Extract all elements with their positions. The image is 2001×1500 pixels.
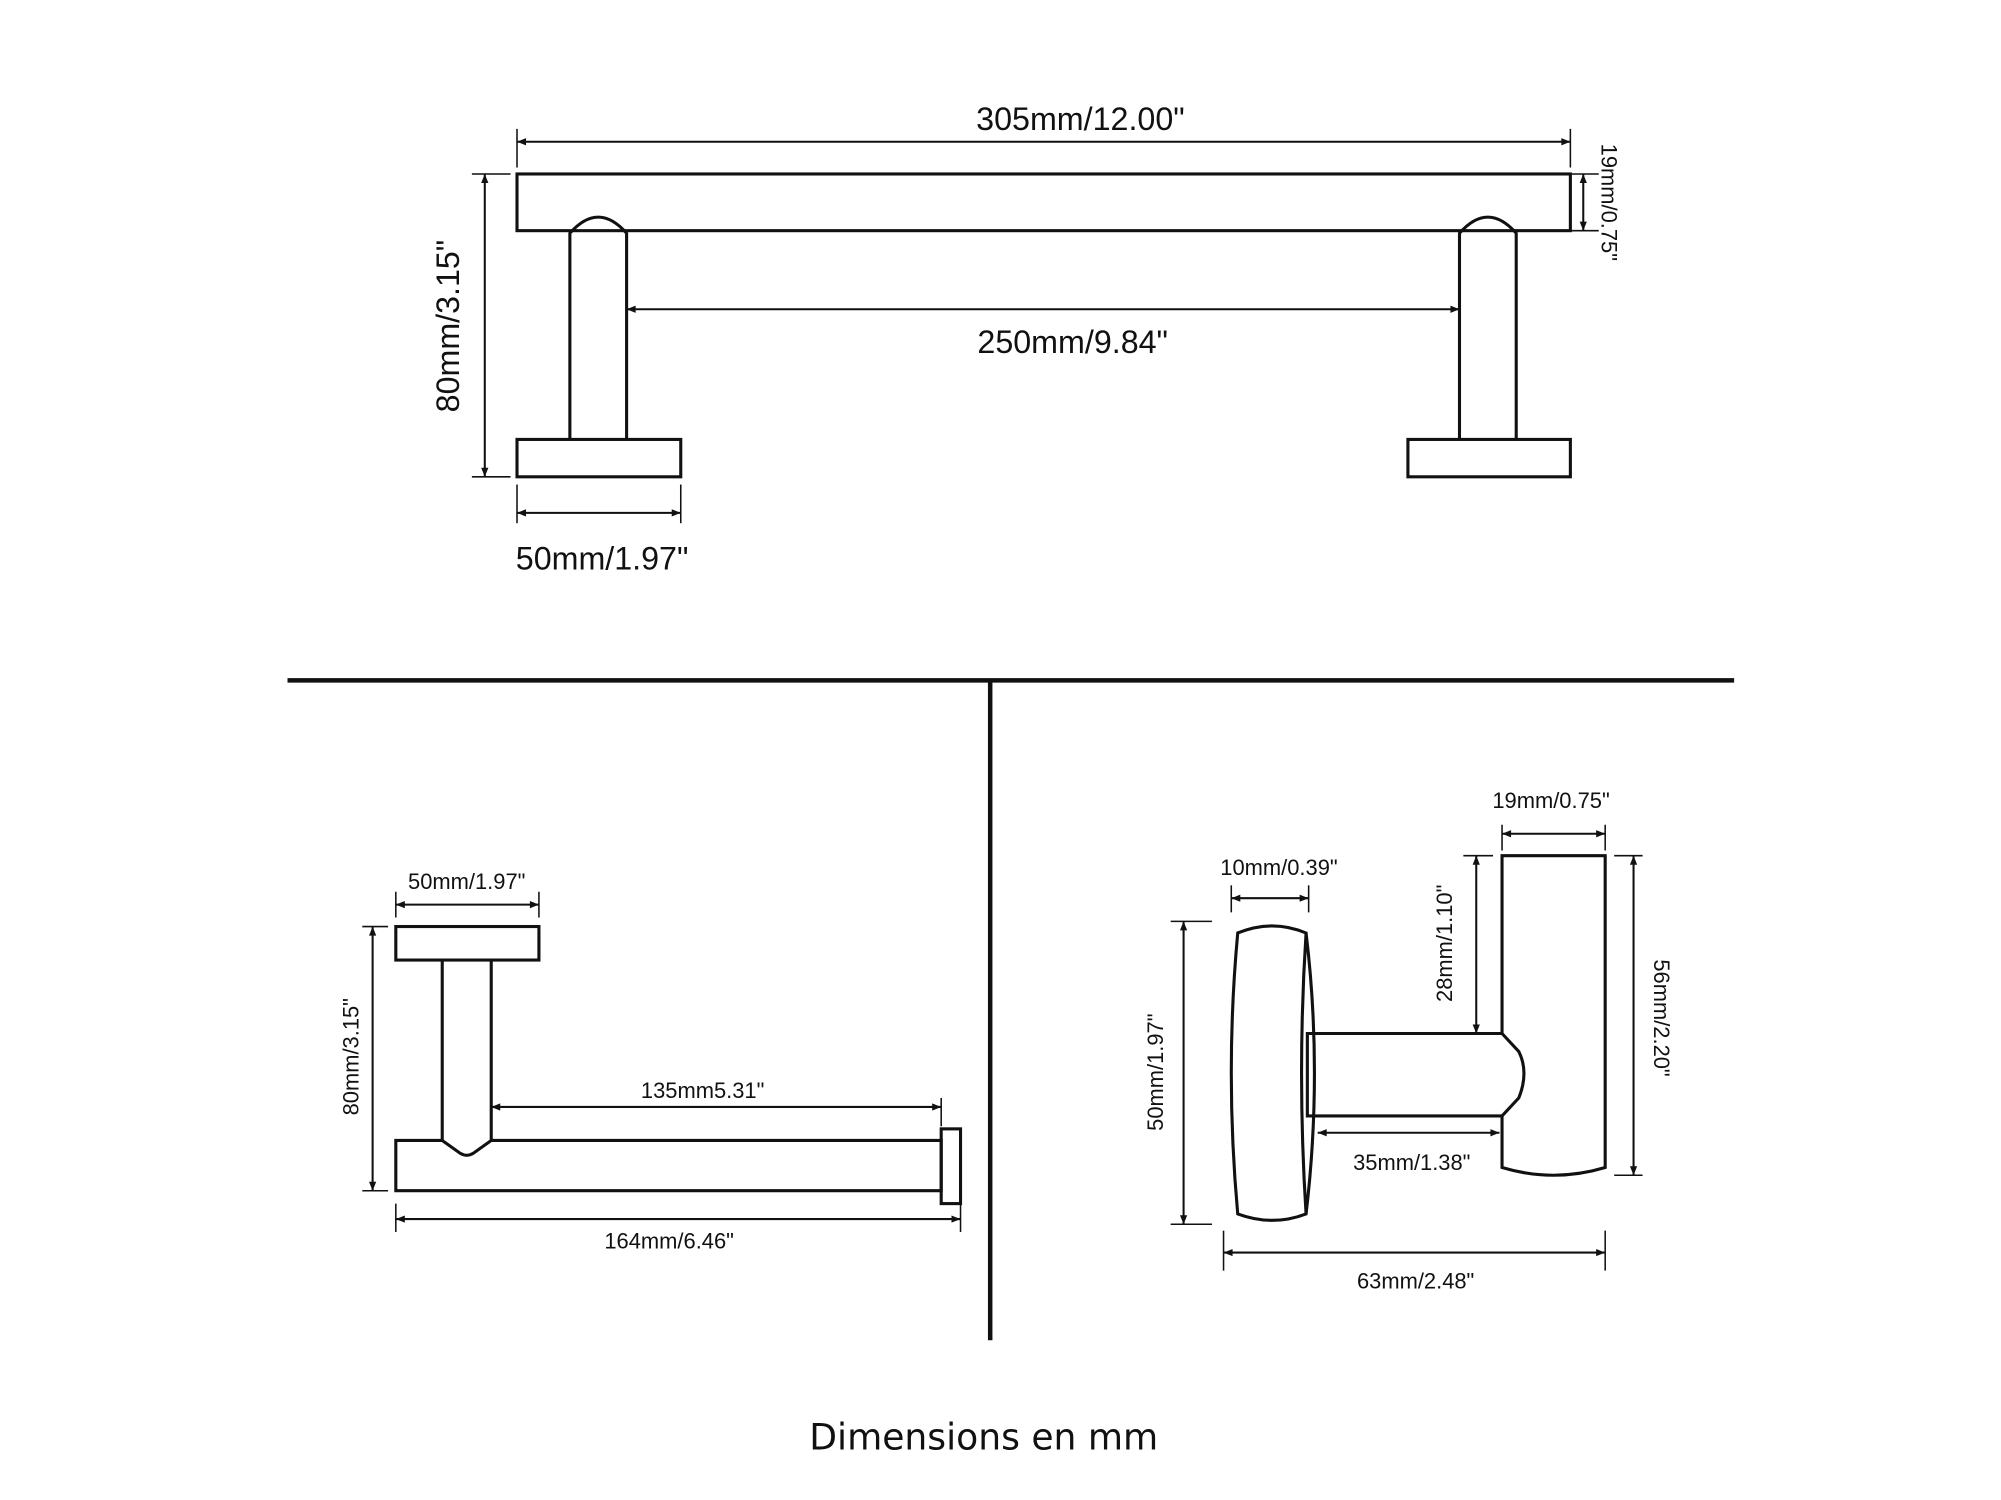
towel-bar-left-post <box>568 215 629 440</box>
label-holder-arm: 135mm5.31" <box>641 1078 764 1103</box>
label-arm-offset: 28mm/1.10" <box>1432 885 1457 1002</box>
holder-base <box>394 925 541 962</box>
towel-bar-rail <box>515 172 1572 233</box>
label-bar-thickness: 19mm/0.75" <box>1596 144 1621 261</box>
label-height: 80mm/3.15" <box>430 240 466 413</box>
label-plate-thickness: 10mm/0.39" <box>1220 855 1337 880</box>
towel-bar-drawing: 305mm/12.00" 19mm/0.75" 80mm/3.15" 250mm… <box>430 101 1621 576</box>
label-arm-length: 35mm/1.38" <box>1353 1150 1470 1175</box>
paper-holder-drawing: 50mm/1.97" 80mm/3.15" 135mm5.31" 164mm/6… <box>338 869 963 1254</box>
label-holder-height: 80mm/3.15" <box>338 998 363 1115</box>
label-holder-overall: 164mm/6.46" <box>604 1229 734 1254</box>
label-post-height: 56mm/2.20" <box>1649 959 1674 1076</box>
label-base-width: 50mm/1.97" <box>516 541 689 577</box>
hook-post <box>1500 854 1607 1177</box>
hook-arm <box>1305 1031 1526 1118</box>
towel-bar-right-post <box>1457 215 1518 440</box>
caption: Dimensions en mm <box>809 1417 1158 1459</box>
label-post-width: 19mm/0.75" <box>1492 788 1609 813</box>
label-overall-length: 305mm/12.00" <box>976 101 1185 137</box>
robe-hook-drawing: 10mm/0.39" 19mm/0.75" 28mm/1.10" 56mm/2.… <box>1143 788 1674 1294</box>
label-overall-depth: 63mm/2.48" <box>1357 1269 1474 1294</box>
label-holder-base: 50mm/1.97" <box>408 869 525 894</box>
towel-bar-left-base <box>515 437 683 479</box>
holder-post <box>440 960 493 1157</box>
towel-bar-right-base <box>1406 437 1572 479</box>
holder-arm <box>394 1138 943 1193</box>
hook-plate-edge <box>1300 932 1308 1215</box>
label-plate-height: 50mm/1.97" <box>1143 1013 1168 1130</box>
holder-end-cap <box>939 1127 963 1206</box>
label-inner-span: 250mm/9.84" <box>977 324 1168 360</box>
